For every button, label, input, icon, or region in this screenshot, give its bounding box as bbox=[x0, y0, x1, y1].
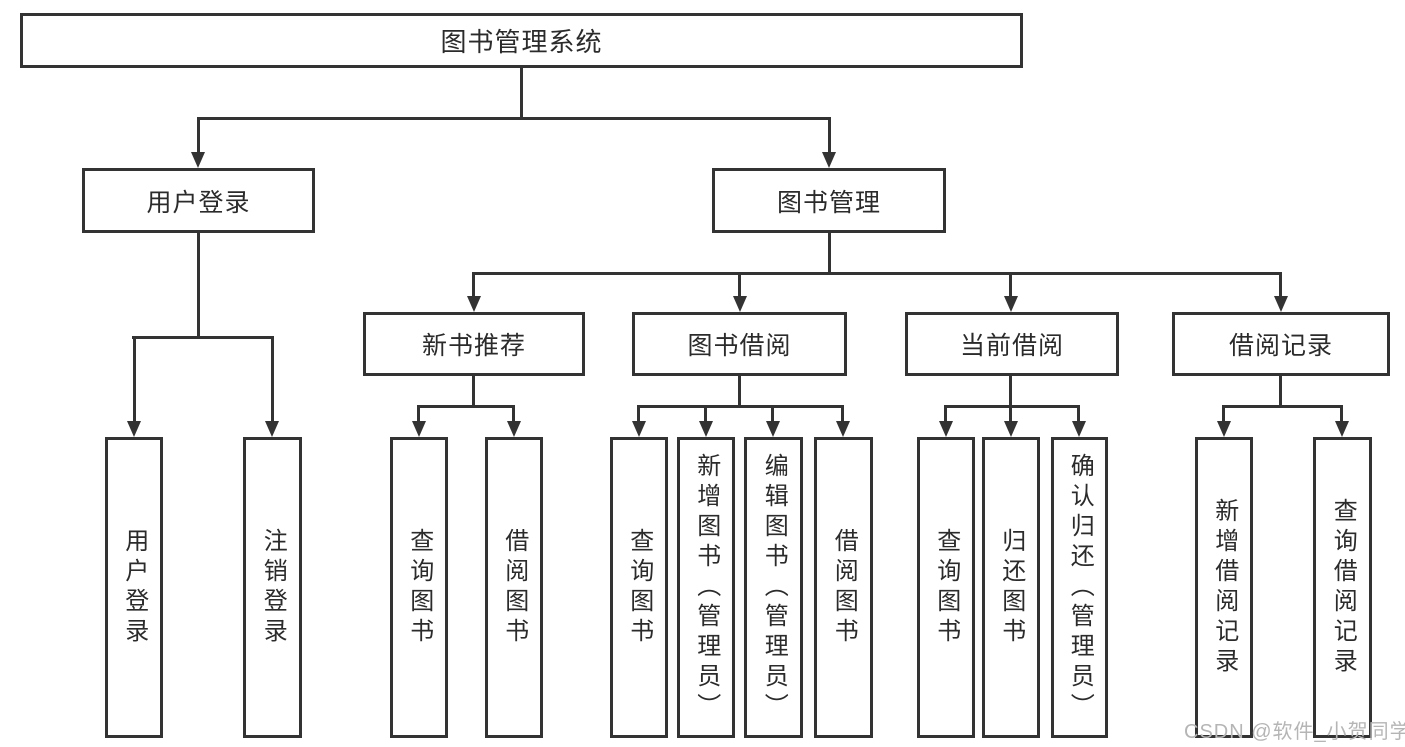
connector-new-rec-hbar bbox=[417, 405, 515, 408]
connector-records-down bbox=[1279, 376, 1282, 406]
node-records-query-label: 查询借阅记录 bbox=[1329, 497, 1357, 678]
connector-stem bbox=[771, 405, 774, 422]
arrow-down-icon bbox=[1274, 296, 1288, 312]
node-new-rec-borrow: 借阅图书 bbox=[485, 437, 543, 738]
node-current-confirm-label: 确认归还（管理员） bbox=[1066, 452, 1094, 723]
arrow-down-icon bbox=[836, 421, 850, 437]
node-current-label: 当前借阅 bbox=[959, 332, 1064, 360]
connector-stem-book-mgmt bbox=[828, 117, 831, 153]
connector-book-mgmt-hbar bbox=[472, 272, 1282, 275]
connector-current-down bbox=[1009, 376, 1012, 406]
arrow-down-icon bbox=[733, 296, 747, 312]
arrow-down-icon bbox=[699, 421, 713, 437]
node-borrow-add: 新增图书（管理员） bbox=[677, 437, 735, 738]
connector-records-hbar bbox=[1222, 405, 1343, 408]
connector-stem-login bbox=[133, 336, 136, 422]
arrow-down-icon bbox=[1004, 296, 1018, 312]
connector-stem bbox=[1340, 405, 1343, 422]
node-records: 借阅记录 bbox=[1172, 312, 1390, 376]
node-logout-label: 注销登录 bbox=[259, 527, 287, 648]
node-root: 图书管理系统 bbox=[20, 13, 1023, 68]
node-current-return-label: 归还图书 bbox=[997, 527, 1025, 648]
arrow-down-icon bbox=[507, 421, 521, 437]
connector-stem bbox=[1222, 405, 1225, 422]
connector-user-login-down bbox=[197, 233, 200, 337]
node-new-rec-borrow-label: 借阅图书 bbox=[500, 527, 528, 648]
csdn-watermark: CSDN @软件_小贺同学 bbox=[1184, 721, 1405, 743]
node-book-mgmt-label: 图书管理 bbox=[776, 188, 881, 217]
node-logout: 注销登录 bbox=[243, 437, 302, 738]
arrow-down-icon bbox=[1072, 421, 1086, 437]
node-user-login: 用户登录 bbox=[82, 168, 315, 233]
connector-stem bbox=[1077, 405, 1080, 422]
connector-stem bbox=[637, 405, 640, 422]
node-root-label: 图书管理系统 bbox=[440, 27, 603, 57]
connector-stem-current bbox=[1009, 272, 1012, 297]
connector-root-down bbox=[520, 68, 523, 118]
connector-stem bbox=[417, 405, 420, 422]
connector-stem bbox=[512, 405, 515, 422]
node-current: 当前借阅 bbox=[905, 312, 1119, 376]
connector-borrow-hbar bbox=[637, 405, 844, 408]
node-borrow-label: 图书借阅 bbox=[687, 332, 792, 360]
node-login-label: 用户登录 bbox=[120, 527, 148, 648]
node-new-rec-query-label: 查询图书 bbox=[405, 527, 433, 648]
connector-stem-borrow bbox=[738, 272, 741, 297]
arrow-down-icon bbox=[127, 421, 141, 437]
node-borrow-borrow-label: 借阅图书 bbox=[830, 527, 858, 648]
node-borrow-query: 查询图书 bbox=[610, 437, 668, 738]
node-book-mgmt: 图书管理 bbox=[712, 168, 946, 233]
connector-user-login-hbar bbox=[132, 336, 273, 339]
connector-root-hbar bbox=[197, 117, 830, 120]
connector-current-hbar bbox=[944, 405, 1080, 408]
node-current-return: 归还图书 bbox=[982, 437, 1040, 738]
node-current-query-label: 查询图书 bbox=[932, 527, 960, 648]
node-records-add: 新增借阅记录 bbox=[1195, 437, 1253, 738]
node-new-rec-label: 新书推荐 bbox=[421, 332, 526, 360]
arrow-down-icon bbox=[766, 421, 780, 437]
connector-stem bbox=[1009, 405, 1012, 422]
arrow-down-icon bbox=[1004, 421, 1018, 437]
node-records-label: 借阅记录 bbox=[1228, 332, 1333, 360]
arrow-down-icon bbox=[822, 152, 836, 168]
node-borrow-query-label: 查询图书 bbox=[625, 527, 653, 648]
connector-stem bbox=[841, 405, 844, 422]
arrow-down-icon bbox=[191, 152, 205, 168]
arrow-down-icon bbox=[1217, 421, 1231, 437]
node-records-add-label: 新增借阅记录 bbox=[1210, 497, 1238, 678]
node-current-confirm: 确认归还（管理员） bbox=[1051, 437, 1108, 738]
arrow-down-icon bbox=[467, 296, 481, 312]
connector-stem-logout bbox=[271, 336, 274, 422]
node-records-query: 查询借阅记录 bbox=[1313, 437, 1372, 738]
node-new-rec: 新书推荐 bbox=[363, 312, 585, 376]
node-borrow-edit: 编辑图书（管理员） bbox=[744, 437, 803, 738]
arrow-down-icon bbox=[265, 421, 279, 437]
connector-new-rec-down bbox=[472, 376, 475, 406]
connector-stem bbox=[704, 405, 707, 422]
node-borrow-add-label: 新增图书（管理员） bbox=[692, 452, 720, 723]
connector-stem-user-login bbox=[197, 117, 200, 153]
node-user-login-label: 用户登录 bbox=[146, 188, 251, 217]
connector-borrow-down bbox=[738, 376, 741, 406]
connector-stem bbox=[944, 405, 947, 422]
node-new-rec-query: 查询图书 bbox=[390, 437, 448, 738]
node-borrow-edit-label: 编辑图书（管理员） bbox=[760, 452, 788, 723]
connector-stem-records bbox=[1279, 272, 1282, 297]
arrow-down-icon bbox=[939, 421, 953, 437]
node-current-query: 查询图书 bbox=[917, 437, 975, 738]
node-borrow: 图书借阅 bbox=[632, 312, 847, 376]
node-login: 用户登录 bbox=[105, 437, 163, 738]
arrow-down-icon bbox=[632, 421, 646, 437]
arrow-down-icon bbox=[1335, 421, 1349, 437]
arrow-down-icon bbox=[412, 421, 426, 437]
node-borrow-borrow: 借阅图书 bbox=[814, 437, 873, 738]
connector-stem-new-rec bbox=[472, 272, 475, 297]
connector-book-mgmt-down bbox=[828, 233, 831, 273]
